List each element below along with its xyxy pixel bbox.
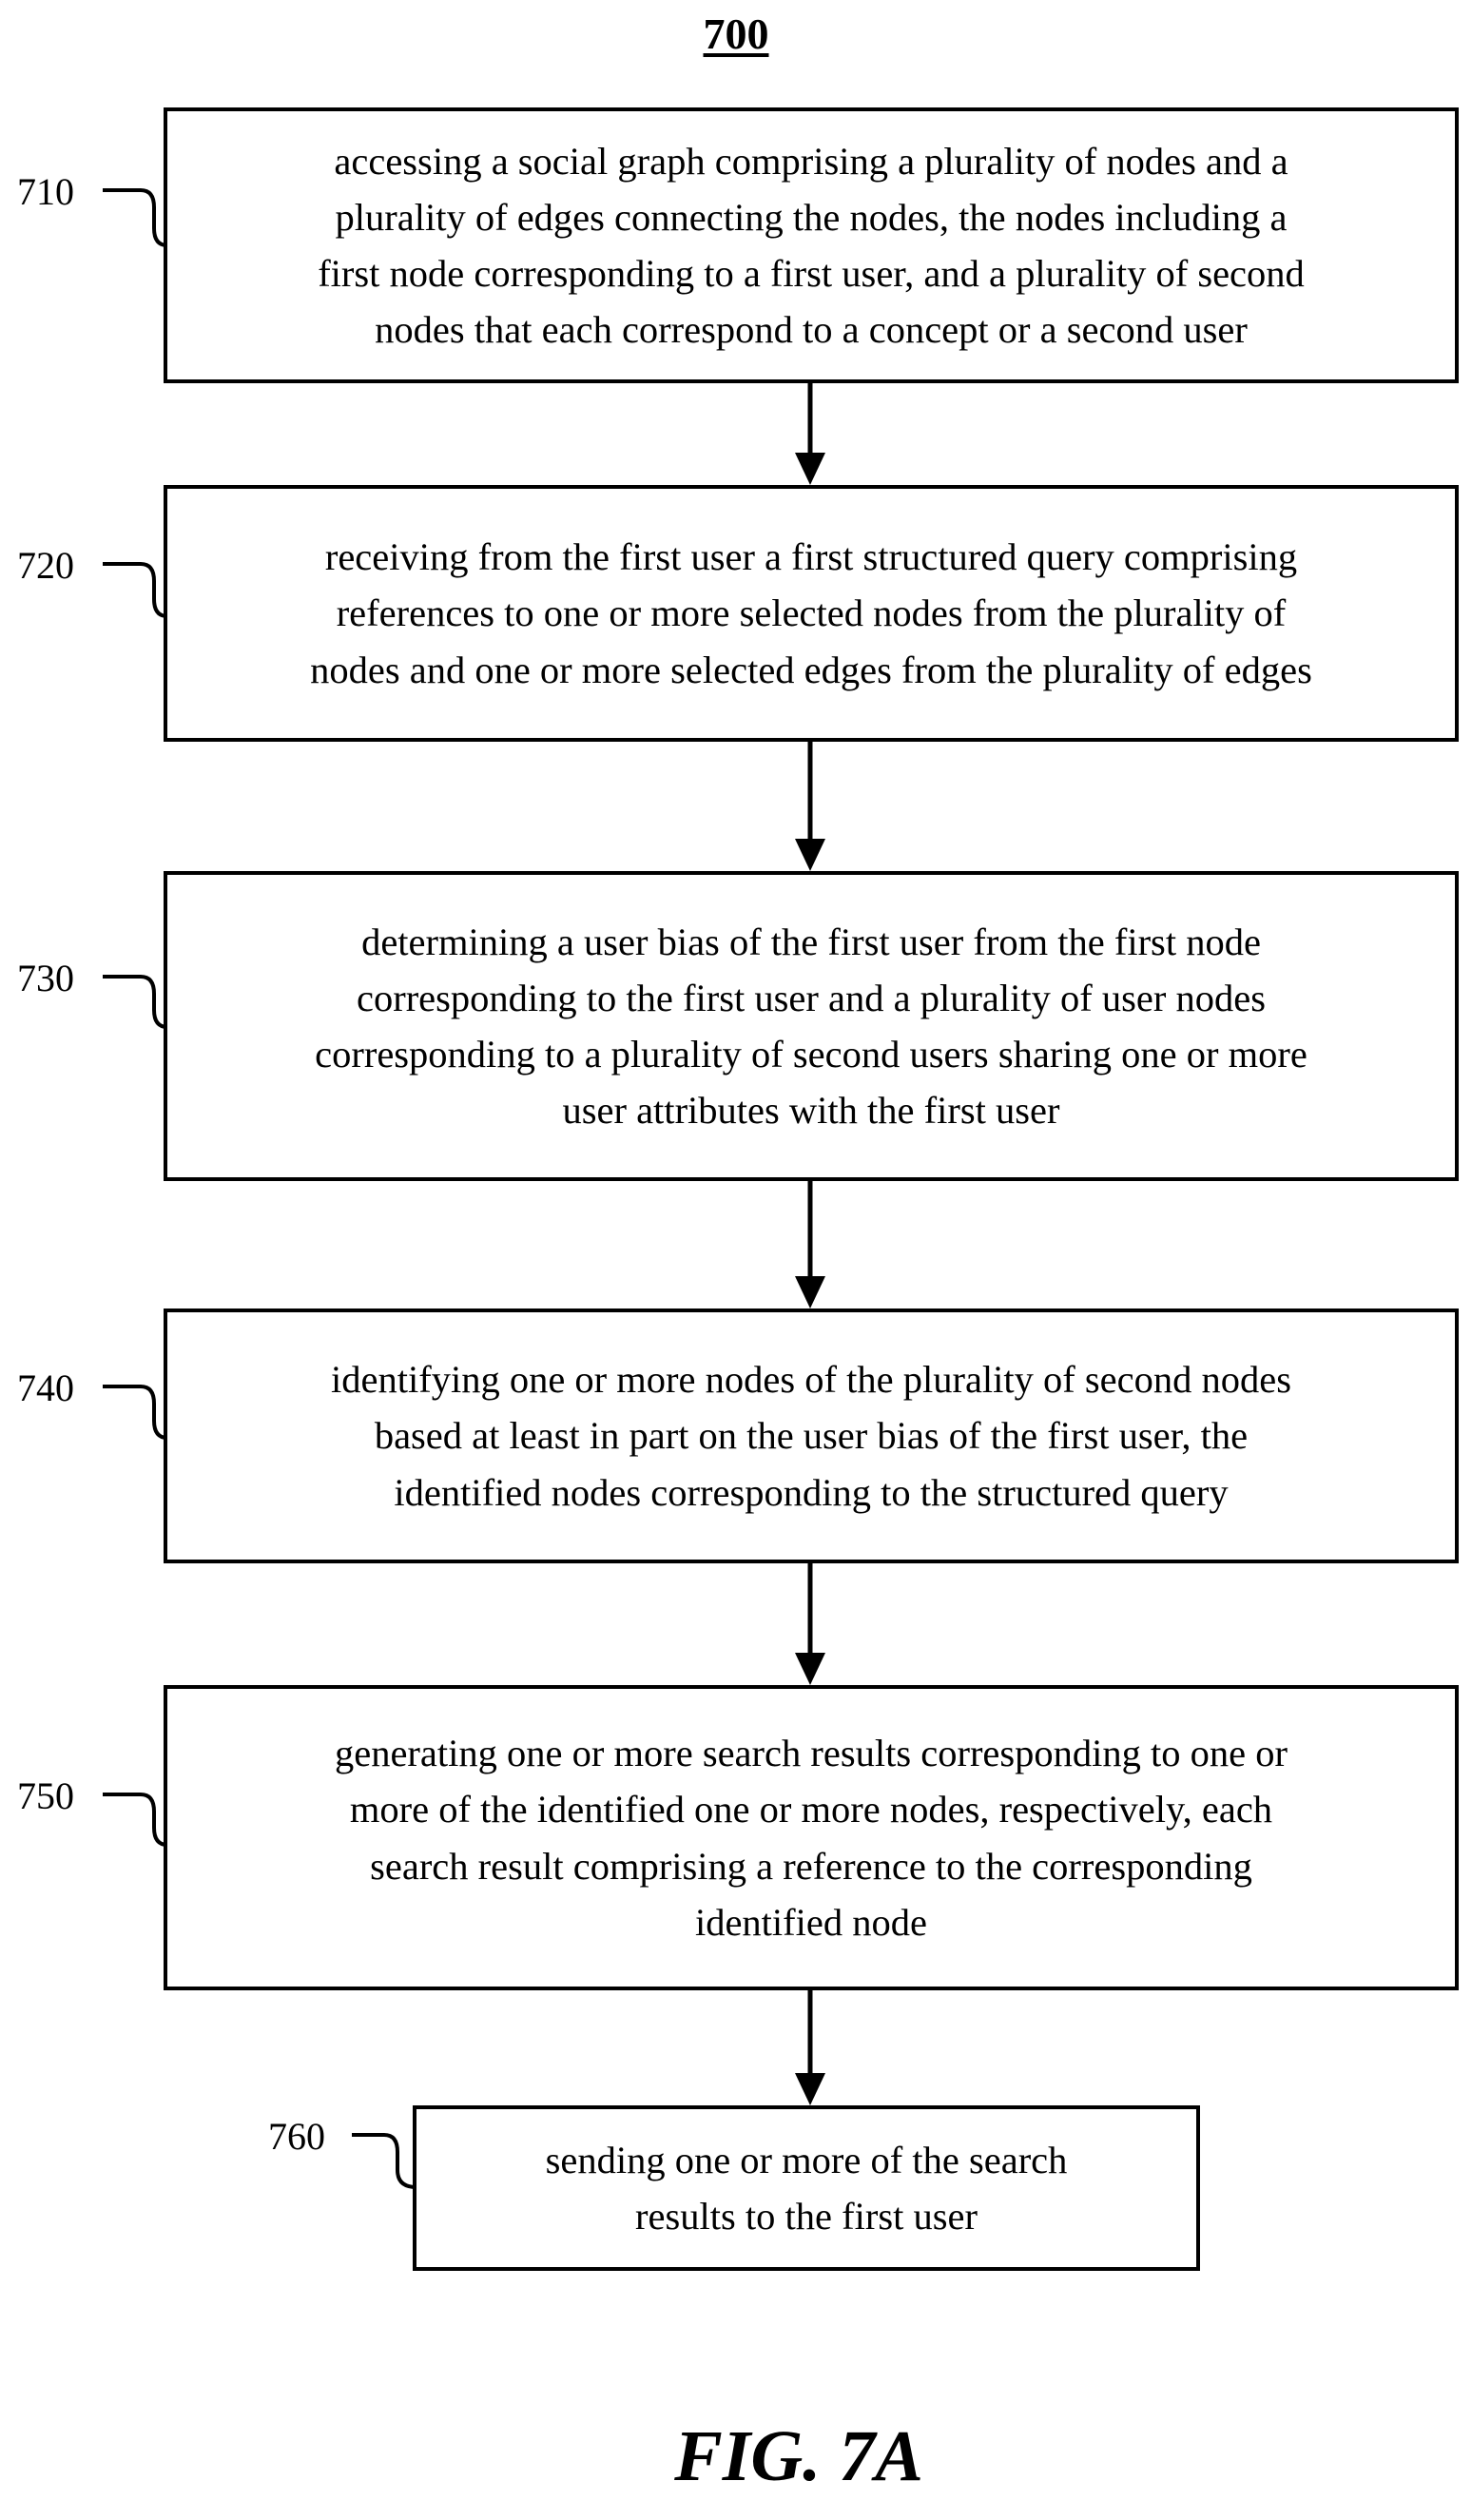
figure-caption: FIG. 7A — [674, 2420, 923, 2492]
arrow-730-to-740 — [795, 1181, 825, 1308]
step-ref-710: 710 — [17, 173, 74, 211]
arrow-740-to-750 — [795, 1563, 825, 1685]
leader-line-740 — [103, 1386, 167, 1438]
arrow-710-to-720 — [795, 383, 825, 485]
leader-line-710 — [103, 190, 167, 245]
step-ref-760: 760 — [268, 2118, 325, 2156]
step-box-750: generating one or more search results co… — [164, 1685, 1459, 1990]
step-ref-730: 730 — [17, 960, 74, 998]
step-box-720: receiving from the first user a first st… — [164, 485, 1459, 742]
leader-line-750 — [103, 1794, 167, 1845]
arrow-720-to-730 — [795, 742, 825, 871]
leader-line-760 — [352, 2135, 416, 2187]
step-box-740: identifying one or more nodes of the plu… — [164, 1308, 1459, 1563]
step-box-730: determining a user bias of the first use… — [164, 871, 1459, 1181]
leader-line-730 — [103, 977, 167, 1027]
step-ref-750: 750 — [17, 1777, 74, 1815]
step-ref-720: 720 — [17, 547, 74, 585]
step-box-710: accessing a social graph comprising a pl… — [164, 107, 1459, 383]
leader-line-720 — [103, 564, 167, 616]
step-ref-740: 740 — [17, 1369, 74, 1407]
step-box-760: sending one or more of the search result… — [413, 2105, 1200, 2271]
arrow-750-to-760 — [795, 1990, 825, 2105]
